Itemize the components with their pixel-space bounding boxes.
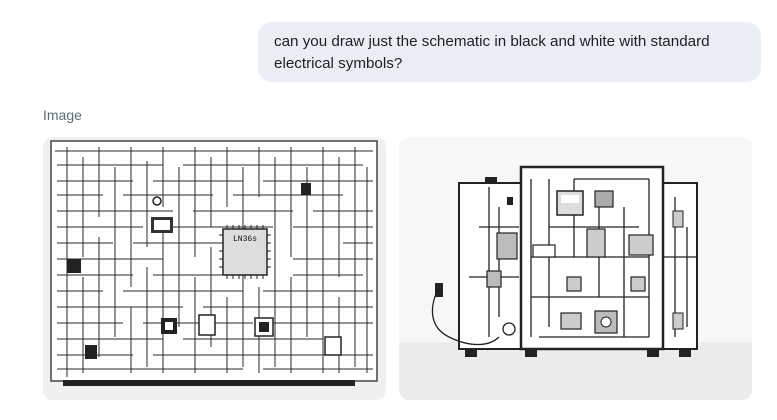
user-message-text: can you draw just the schematic in black… [274,33,710,72]
circuit-board-image: LN36s [43,137,386,400]
user-message-bubble: can you draw just the schematic in black… [258,22,761,82]
ic-chip: LN36s [219,225,271,279]
svg-text:LN36s: LN36s [233,235,257,244]
image-section-label: Image [43,107,82,123]
circuit-machine-image [399,137,752,400]
generated-image-1[interactable]: LN36s [43,137,386,400]
generated-image-2[interactable] [399,137,752,400]
